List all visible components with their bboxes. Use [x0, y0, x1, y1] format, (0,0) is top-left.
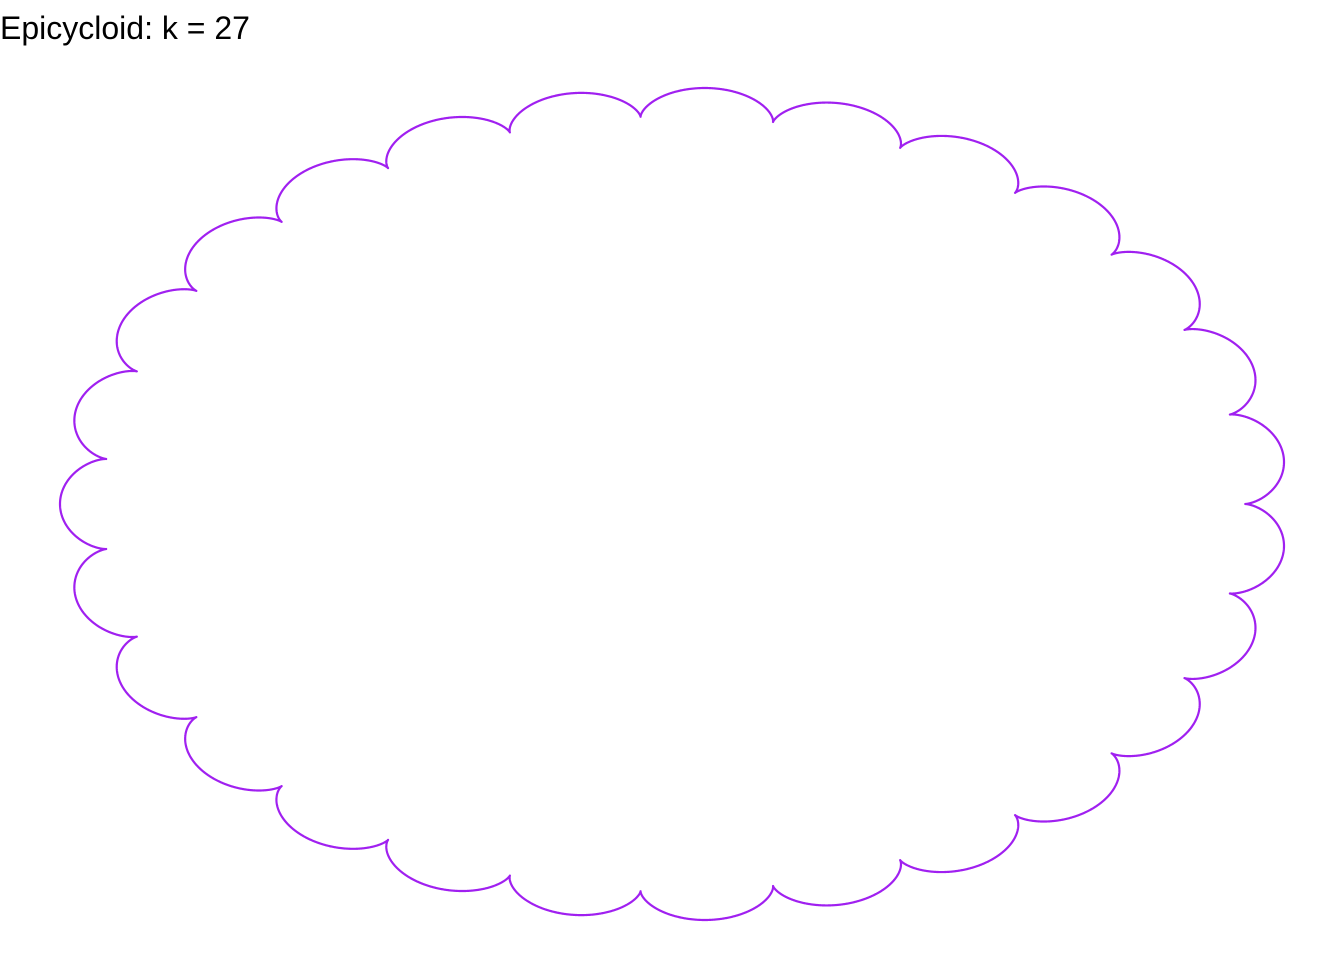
chart-title: Epicycloid: k = 27 — [0, 10, 250, 46]
plot-panel — [58, 86, 1286, 922]
epicycloid-curve — [58, 86, 1286, 922]
